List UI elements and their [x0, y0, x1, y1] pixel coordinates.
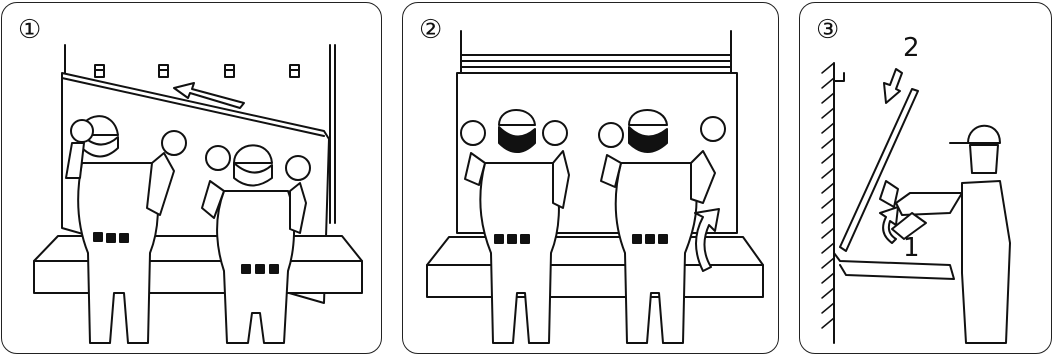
- panel-step-2: ②: [402, 2, 779, 354]
- stacked-panels: [461, 55, 731, 67]
- panel-2-illustration: [403, 3, 779, 354]
- wall: [822, 63, 844, 343]
- arrow-2: [884, 69, 902, 103]
- top-clips: [95, 65, 299, 77]
- base-step: [427, 237, 763, 297]
- base-ledge: [834, 253, 954, 279]
- panel-1-illustration: [2, 3, 382, 354]
- arrow-1: [880, 207, 898, 243]
- panel-step-1: ①: [1, 2, 382, 354]
- panel-3-illustration: [800, 3, 1052, 354]
- base-step: [34, 236, 362, 293]
- panel-step-3: ③ 2 1: [799, 2, 1052, 354]
- worker: [880, 126, 1010, 343]
